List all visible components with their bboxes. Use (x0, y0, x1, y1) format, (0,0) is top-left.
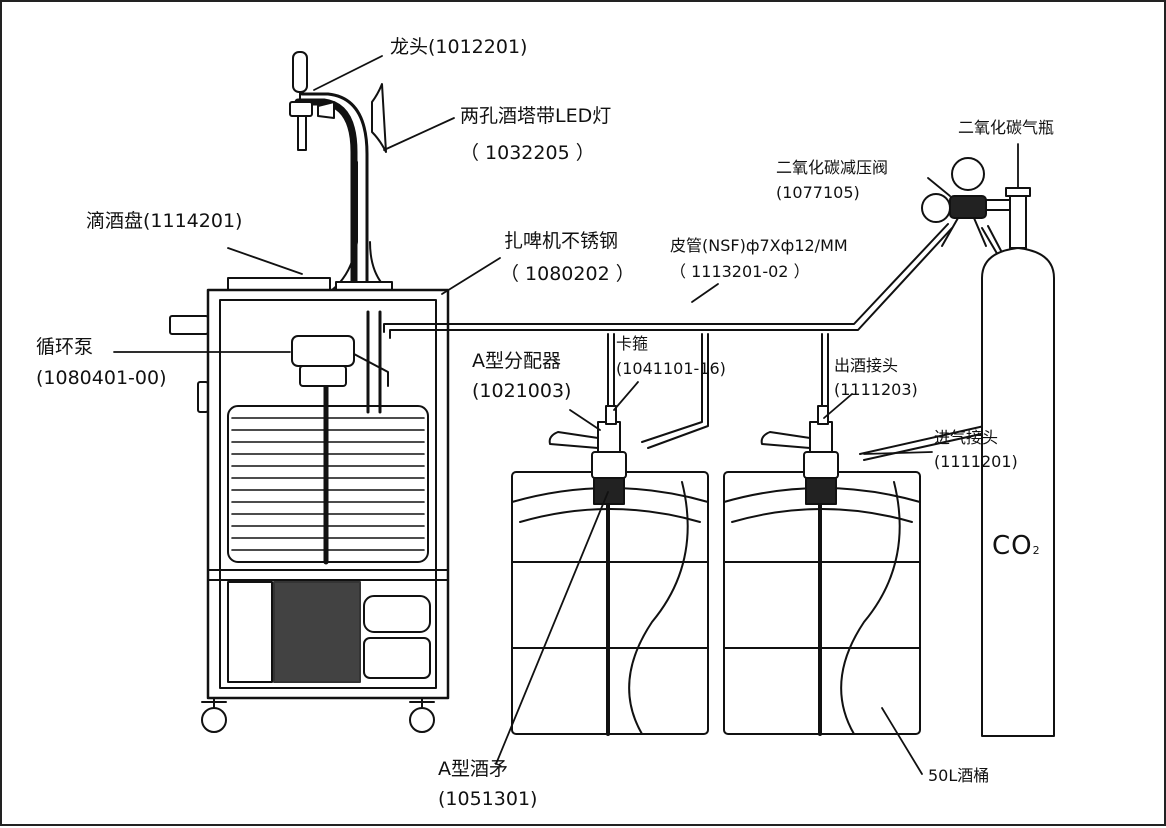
regulator-code: (1077105) (776, 183, 860, 202)
coupler-code: (1021003) (472, 380, 572, 402)
beer-outlet-code: (1111203) (834, 380, 918, 399)
leader-lines (113, 55, 1019, 775)
coupler-label: A型分配器 (472, 350, 561, 372)
keg-label: 50L酒桶 (928, 766, 990, 785)
regulator-label: 二氧化碳减压阀 (776, 158, 889, 177)
co2-bottle-label: 二氧化碳气瓶 (958, 118, 1055, 137)
faucet-drawing (289, 51, 335, 151)
cabinet-drawing (169, 288, 450, 733)
co2-marking: CO2 (992, 530, 1041, 563)
spear-code: (1051301) (438, 788, 538, 810)
gas-inlet-code: (1111201) (934, 452, 1018, 471)
co2-marking-sub: 2 (1032, 544, 1041, 557)
hose-label: 皮管(NSF)ф7Xф12/MM (670, 236, 848, 255)
faucet-label: 龙头(1012201) (390, 36, 528, 58)
tower-label: 两孔酒塔带LED灯 (460, 105, 612, 127)
pump-code: (1080401-00) (36, 367, 167, 389)
drip-tray-drawing (227, 277, 331, 291)
coupler-left (548, 405, 627, 505)
hose-lines (383, 223, 1009, 461)
pump-label: 循环泵 (36, 336, 94, 358)
clamp-label: 卡箍 (616, 334, 649, 353)
co2-marking-main: CO (992, 531, 1033, 561)
spear-label: A型酒矛 (438, 758, 508, 780)
co2-cylinder (981, 187, 1055, 737)
co2-regulator (921, 157, 1011, 247)
clamp-code: (1041101-16) (616, 359, 726, 378)
tower-code: （ 1032205 ） (460, 142, 595, 164)
drip-tray-label: 滴酒盘(1114201) (86, 210, 243, 232)
coupler-right (760, 405, 839, 505)
hose-code: （ 1113201-02 ） (670, 262, 810, 281)
cabinet-code: （ 1080202 ） (500, 263, 635, 285)
keg-right (723, 470, 921, 736)
cabinet-label: 扎啤机不锈钢 (504, 230, 619, 252)
gas-inlet-label: 进气接头 (934, 428, 999, 447)
beer-outlet-label: 出酒接头 (834, 356, 899, 375)
keg-left (511, 470, 709, 736)
